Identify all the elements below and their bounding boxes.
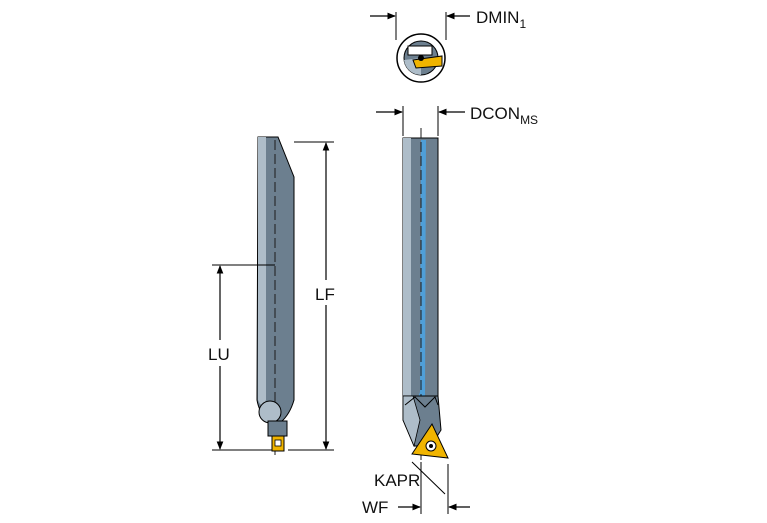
dcon-subscript: MS — [520, 113, 538, 127]
end-view: DMIN1 — [370, 8, 526, 83]
kapr-leader — [411, 461, 446, 495]
wf-label: WF — [362, 498, 388, 517]
lf-label: LF — [315, 285, 335, 304]
svg-text:DCONMS: DCONMS — [470, 104, 538, 127]
dmin-subscript: 1 — [519, 17, 526, 31]
svg-text:DMIN1: DMIN1 — [476, 8, 526, 31]
side-view: LF LU — [208, 136, 335, 455]
lu-label: LU — [208, 345, 230, 364]
front-view: DCONMS KAPR WF — [362, 104, 538, 517]
dmin-label: DMIN — [476, 8, 519, 27]
dcon-label: DCON — [470, 104, 520, 123]
kapr-label: KAPR — [374, 471, 420, 490]
